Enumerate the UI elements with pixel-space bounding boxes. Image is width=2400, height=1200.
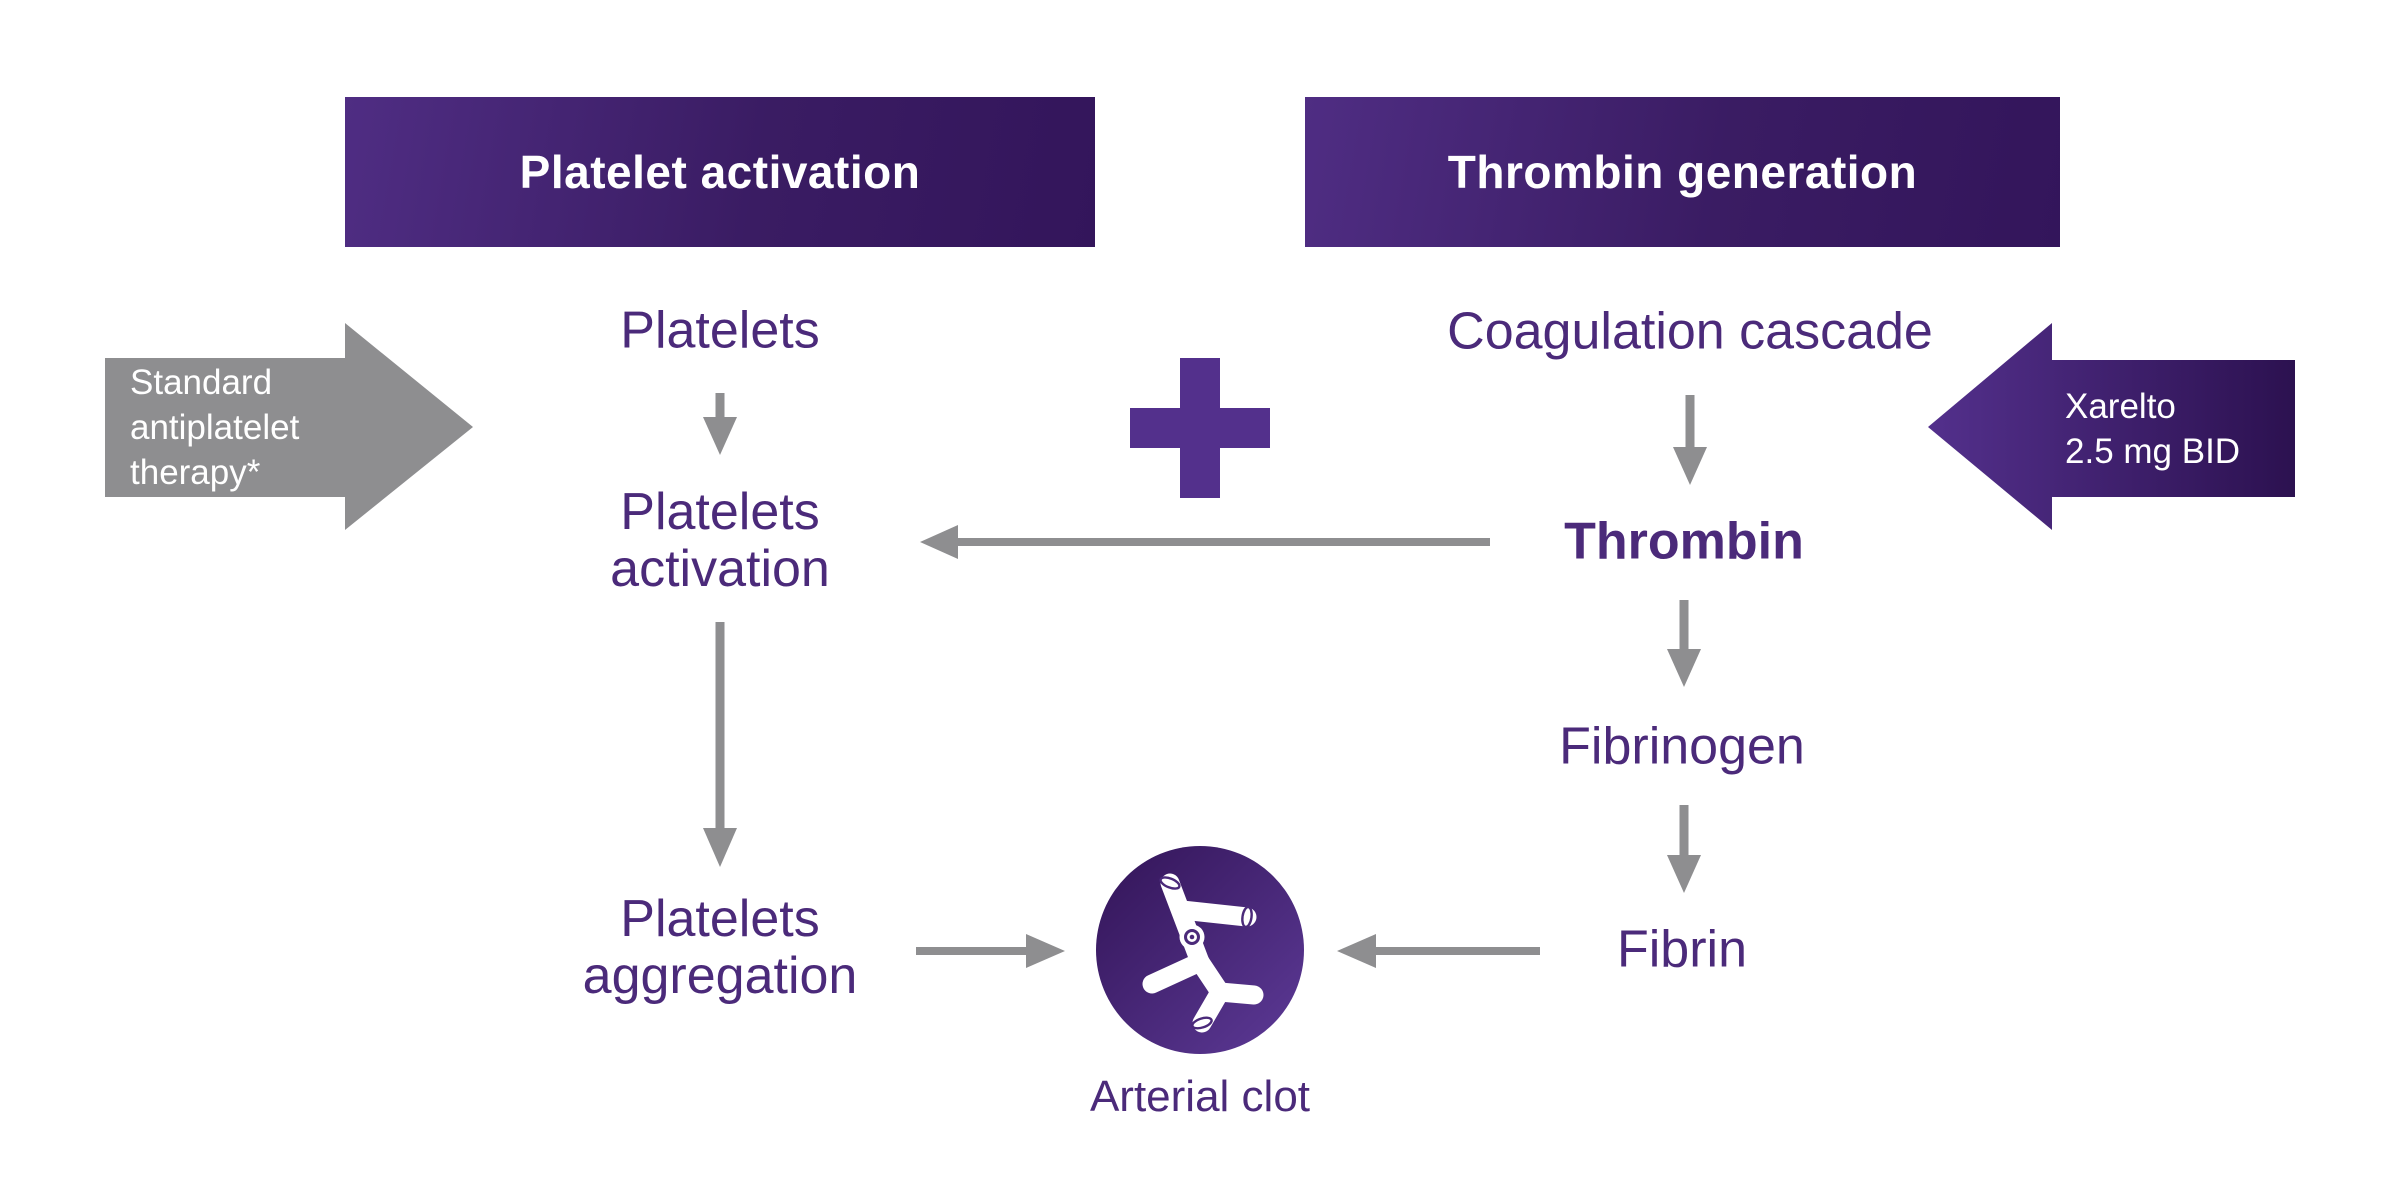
- node-platelets-aggregation: Platelets aggregation: [582, 889, 858, 1005]
- arterial-clot-vessel-icon: [1096, 846, 1304, 1054]
- standard-therapy-label: Standard antiplatelet therapy*: [130, 363, 300, 492]
- node-platelets-activation: Platelets activation: [610, 482, 830, 598]
- vessel-junction-ring: [1179, 924, 1205, 950]
- header-thrombin-generation: Thrombin generation: [1305, 97, 2060, 247]
- standard-therapy-arrow: [105, 323, 473, 530]
- node-fibrinogen: Fibrinogen: [1559, 717, 1805, 776]
- arrow-thrombin-to-fibrinogen: [1667, 600, 1701, 687]
- node-arterial-clot-caption: Arterial clot: [1089, 1071, 1311, 1121]
- node-thrombin: Thrombin: [1564, 512, 1804, 571]
- plus-icon-vertical-bar: [1180, 358, 1220, 498]
- arrow-fibrin-to-clot: [1337, 934, 1540, 968]
- node-coagulation-cascade: Coagulation cascade: [1447, 302, 1933, 361]
- node-fibrin: Fibrin: [1616, 920, 1748, 979]
- plus-icon: [1130, 358, 1270, 498]
- arrow-aggregation-to-clot: [916, 934, 1065, 968]
- node-platelets: Platelets: [620, 301, 820, 360]
- xarelto-arrow: [1928, 323, 2295, 530]
- header-platelet-activation: Platelet activation: [345, 97, 1095, 247]
- vessel-openings: [1159, 876, 1253, 1030]
- arrow-fibrinogen-to-fibrin: [1667, 805, 1701, 893]
- arrow-cascade-to-thrombin: [1673, 395, 1707, 485]
- arrow-activation-to-aggregation: [703, 622, 737, 867]
- arrow-platelets-to-activation: [703, 393, 737, 455]
- xarelto-label: Xarelto 2.5 mg BID: [2065, 386, 2241, 471]
- arrow-thrombin-to-activation: [920, 525, 1490, 559]
